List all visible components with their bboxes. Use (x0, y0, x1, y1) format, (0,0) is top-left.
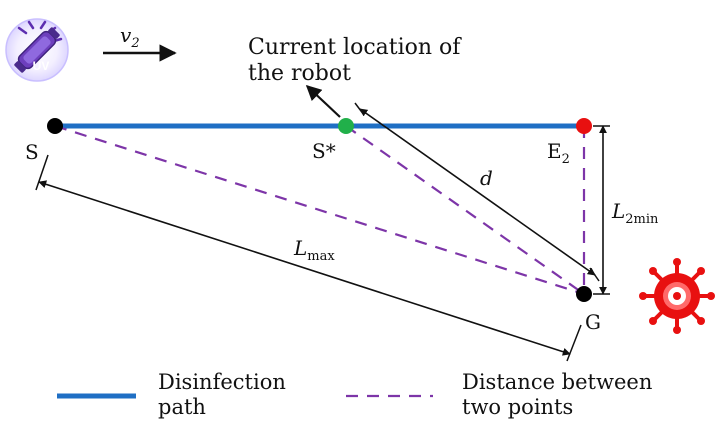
end-point (576, 118, 592, 134)
virus-icon (639, 258, 715, 334)
robot-location-label-line2: the robot (248, 61, 351, 86)
legend-path-label-line2: path (158, 395, 206, 419)
uv-badge-text: UV (33, 59, 50, 73)
legend-distance-label-line2: two points (462, 395, 573, 419)
uv-lamp-icon: UV (5, 18, 69, 82)
robot-location-label-line1: Current location of (248, 35, 462, 60)
legend-distance-label-line1: Distance between (462, 370, 652, 394)
current-point-label: S* (312, 139, 336, 163)
end-point-label: E2 (547, 139, 570, 167)
distance-d-label: d (480, 166, 493, 190)
points (47, 118, 592, 302)
goal-point (576, 286, 592, 302)
current-point (338, 118, 354, 134)
robot-location-callout: Current location of the robot (248, 35, 462, 118)
legend: Disinfection path Distance between two p… (57, 370, 652, 419)
l2min-label: L2min (611, 199, 659, 227)
velocity-label: v2 (120, 23, 140, 51)
start-point (47, 118, 63, 134)
distance-d-annotation: d (354, 102, 600, 282)
point-labels: S S* E2 G (25, 139, 601, 334)
lmax-label: Lmax (293, 236, 335, 264)
lmax-annotation: Lmax (35, 154, 582, 362)
legend-path-label-line1: Disinfection (158, 370, 286, 394)
l2min-annotation: L2min (593, 125, 659, 295)
velocity-indicator: v2 (103, 23, 177, 62)
goal-point-label: G (585, 310, 601, 334)
start-point-label: S (25, 140, 39, 164)
